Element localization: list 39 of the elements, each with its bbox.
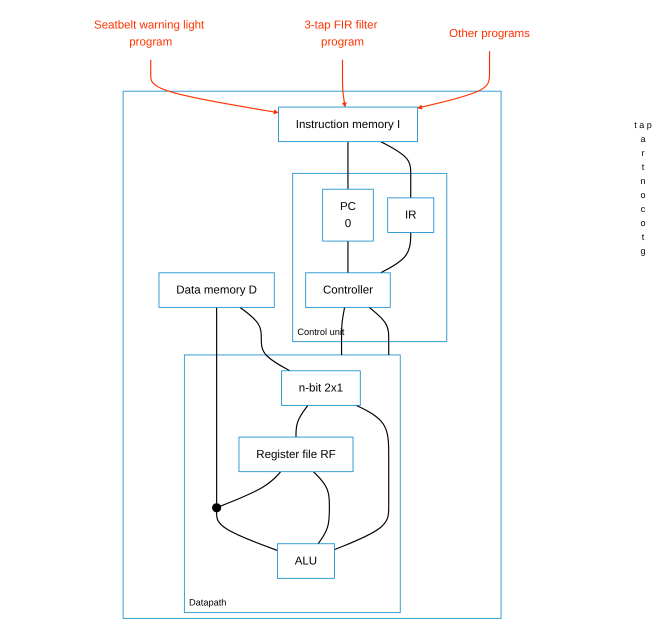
cluster [122,90,502,619]
connector [334,404,390,550]
stray-letter: r [642,148,644,158]
node-circle [212,503,222,512]
connector [295,405,308,438]
stray-letter: o [640,190,646,200]
arrow [417,50,490,110]
connector [216,512,278,551]
stray-letter: o [640,218,646,228]
node-text: 3-tap FIR filter program [304,18,378,49]
node-text: Seatbelt warning light program [94,18,204,49]
node-text: Other programs [449,27,530,40]
stray-letter: n [640,176,646,186]
stray-letter: t [642,232,644,242]
arrow [342,60,347,108]
node-box: Controller [305,272,391,308]
node-box: n-bit 2x1 [281,370,361,406]
stray-letter: g [640,246,646,256]
connector [347,241,349,273]
arrow [150,60,279,114]
stray-letter: c [640,204,646,214]
node-box: Instruction memory I [278,106,418,142]
node-box: Data memory D [158,272,275,308]
connector [380,141,412,198]
connector [368,306,390,355]
node-box: Register file RF [238,436,354,472]
connector [313,471,330,544]
stray-letter: t a p [634,120,652,130]
stray-letter: t [642,162,644,172]
connector [216,307,218,504]
node-box: PC 0 [322,188,374,242]
connector [380,232,412,274]
node-box: ALU [276,543,335,579]
connector [347,142,349,190]
stray-letter: a [640,134,646,144]
connector [220,471,282,507]
node-box: IR [387,197,434,233]
connector [340,307,346,355]
connector [240,306,290,372]
